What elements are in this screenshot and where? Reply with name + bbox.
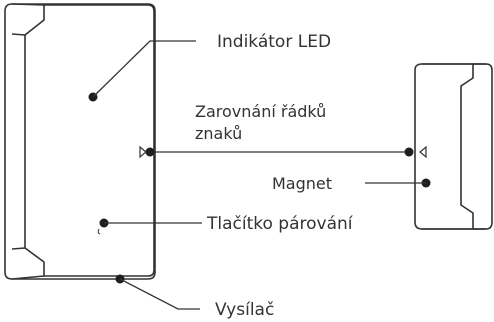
transmitter-leader-line [119,278,200,310]
alignment-dot-left [145,147,155,157]
led-indicator-label: Indikátor LED [217,32,331,52]
transmitter-body-outline [4,3,156,280]
magnet-label: Magnet [272,174,332,193]
alignment-label-line1: Zarovnání řádků [195,102,326,121]
magnet-callout: Magnet [272,174,431,193]
pairing-callout: Tlačítko párování [97,214,354,235]
alignment-arrow-left-icon [139,145,147,159]
alignment-callout: Zarovnání řádků znaků [139,102,427,159]
magnet-device [414,63,493,230]
transmitter-top-bevel [11,3,45,36]
transmitter-device [4,3,156,280]
alignment-dot-right [404,147,414,157]
alignment-arrow-right-icon [419,145,427,159]
magnet-front-face [422,63,474,230]
transmitter-front-face [44,4,155,277]
transmitter-label: Vysílač [215,300,274,320]
pairing-button-icon [97,228,101,235]
led-leader-line [92,40,196,98]
led-callout: Indikátor LED [88,32,331,102]
transmitter-callout: Vysílač [115,274,274,320]
pairing-button-label: Tlačítko párování [206,214,354,234]
transmitter-bottom-bevel [11,247,45,280]
alignment-label-line2: znaků [195,124,242,143]
